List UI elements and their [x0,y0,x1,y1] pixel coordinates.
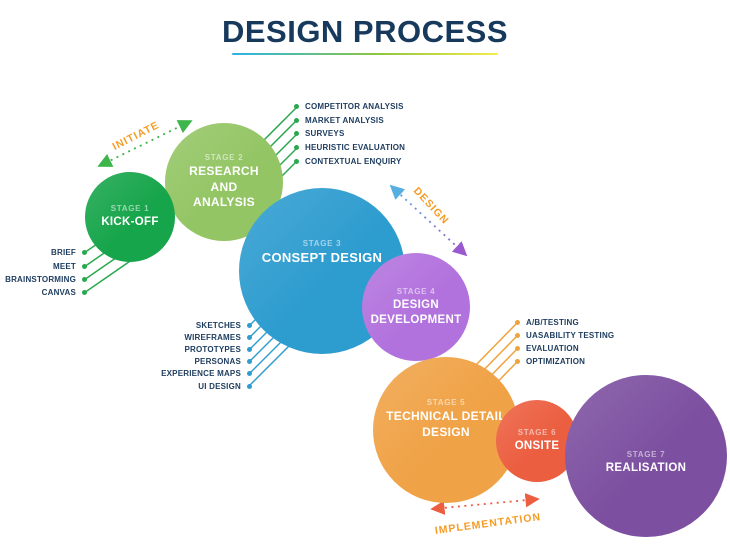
list-item-label: EVALUATION [526,343,579,353]
stage-6-circle: STAGE 6 ONSITE [496,400,578,482]
list-item-label: A/B/TESTING [526,317,579,327]
bullet-dot-icon [294,158,299,164]
list-item: PROTOTYPES [0,343,252,355]
list-item-label: BRAINSTORMING [5,274,76,284]
stage-5-circle: STAGE 5 TECHNICAL DETAIL DESIGN [373,357,519,503]
stage-3-label: STAGE 3 [302,239,342,249]
stage-2-label: STAGE 2 [204,153,244,163]
stage-5-name: TECHNICAL DETAIL DESIGN [386,408,506,439]
kickoff-activities-list: BRIEF MEET BRAINSTORMING CANVAS [0,246,87,300]
list-item-label: SKETCHES [195,320,241,330]
bullet-dot-icon [294,145,299,151]
list-item: COMPETITOR ANALYSIS [294,100,405,114]
stage-7-circle: STAGE 7 REALISATION [565,375,727,537]
bullet-dot-icon [294,117,299,123]
bullet-dot-icon [247,383,252,389]
bullet-dot-icon [82,276,87,282]
list-item-label: COMPETITOR ANALYSIS [305,102,404,112]
design-arrow [389,184,468,257]
stage-1-label: STAGE 1 [110,204,150,214]
implementation-arrow [430,493,540,515]
list-item-label: CANVAS [41,288,76,298]
stage-1-name: KICK-OFF [101,216,159,229]
stage-4-name: DESIGN DEVELOPMENT [370,298,462,326]
list-item: UASABILITY TESTING [515,329,614,342]
bullet-dot-icon [247,334,252,340]
list-item-label: PROTOTYPES [184,344,241,354]
list-item: CANVAS [0,286,87,299]
list-item: MEET [0,259,87,272]
list-item: BRAINSTORMING [0,273,87,286]
technical-activities-list: A/B/TESTING UASABILITY TESTING EVALUATIO… [515,316,614,368]
list-item: EVALUATION [515,342,614,355]
bullet-dot-icon [82,263,87,269]
list-item: MARKET ANALYSIS [294,114,405,128]
bullet-dot-icon [82,250,87,256]
research-activities-list: COMPETITOR ANALYSIS MARKET ANALYSIS SURV… [294,100,405,168]
stage-4-circle: STAGE 4 DESIGN DEVELOPMENT [362,253,470,361]
concept-activities-list: SKETCHES WIREFRAMES PROTOTYPES PERSONAS … [0,319,252,392]
list-item-label: UI DESIGN [198,381,241,391]
connector-line [471,322,518,370]
list-item-label: OPTIMIZATION [526,356,586,366]
list-item-label: EXPERIENCE MAPS [161,369,241,379]
bullet-dot-icon [515,319,520,325]
list-item-label: BRIEF [51,248,76,258]
list-item-label: PERSONAS [194,357,241,367]
list-item: SKETCHES [0,319,252,331]
bullet-dot-icon [515,358,520,364]
bullet-dot-icon [515,332,520,338]
list-item: UI DESIGN [0,380,252,392]
list-item-label: MARKET ANALYSIS [305,115,384,125]
list-item-label: CONTEXTUAL ENQUIRY [305,156,402,166]
list-item-label: MEET [52,261,76,271]
stage-2-name: RESEARCH AND ANALYSIS [189,164,259,210]
stage-7-name: REALISATION [605,462,687,475]
initiate-arrow [97,120,193,167]
header: DESIGN PROCESS [0,14,730,55]
list-item-label: UASABILITY TESTING [526,330,615,340]
list-item: BRIEF [0,246,87,259]
stage-3-name: CONSEPT DESIGN [261,250,383,266]
list-item: OPTIMIZATION [515,355,614,368]
list-item-label: SURVEYS [305,129,345,139]
list-item: HEURISTIC EVALUATION [294,141,405,155]
stage-5-label: STAGE 5 [426,397,466,407]
list-item: WIREFRAMES [0,331,252,343]
bullet-dot-icon [247,359,252,365]
list-item-label: WIREFRAMES [184,332,241,342]
bullet-dot-icon [294,131,299,137]
stage-1-circle: STAGE 1 KICK-OFF [85,172,175,262]
stage-7-label: STAGE 7 [626,450,666,460]
list-item-label: HEURISTIC EVALUATION [305,143,406,153]
list-item: PERSONAS [0,356,252,368]
page-title: DESIGN PROCESS [221,14,509,49]
bullet-dot-icon [515,345,520,351]
bullet-dot-icon [247,346,252,352]
bullet-dot-icon [294,104,299,110]
list-item: CONTEXTUAL ENQUIRY [294,154,405,168]
title-underline [232,53,498,55]
bullet-dot-icon [82,290,87,296]
bullet-dot-icon [247,371,252,377]
list-item: SURVEYS [294,127,405,141]
stage-6-name: ONSITE [514,440,560,453]
list-item: A/B/TESTING [515,316,614,329]
stage-6-label: STAGE 6 [517,428,557,438]
stage-4-label: STAGE 4 [396,286,436,296]
bullet-dot-icon [247,322,252,328]
connector-line [83,256,137,294]
list-item: EXPERIENCE MAPS [0,368,252,380]
